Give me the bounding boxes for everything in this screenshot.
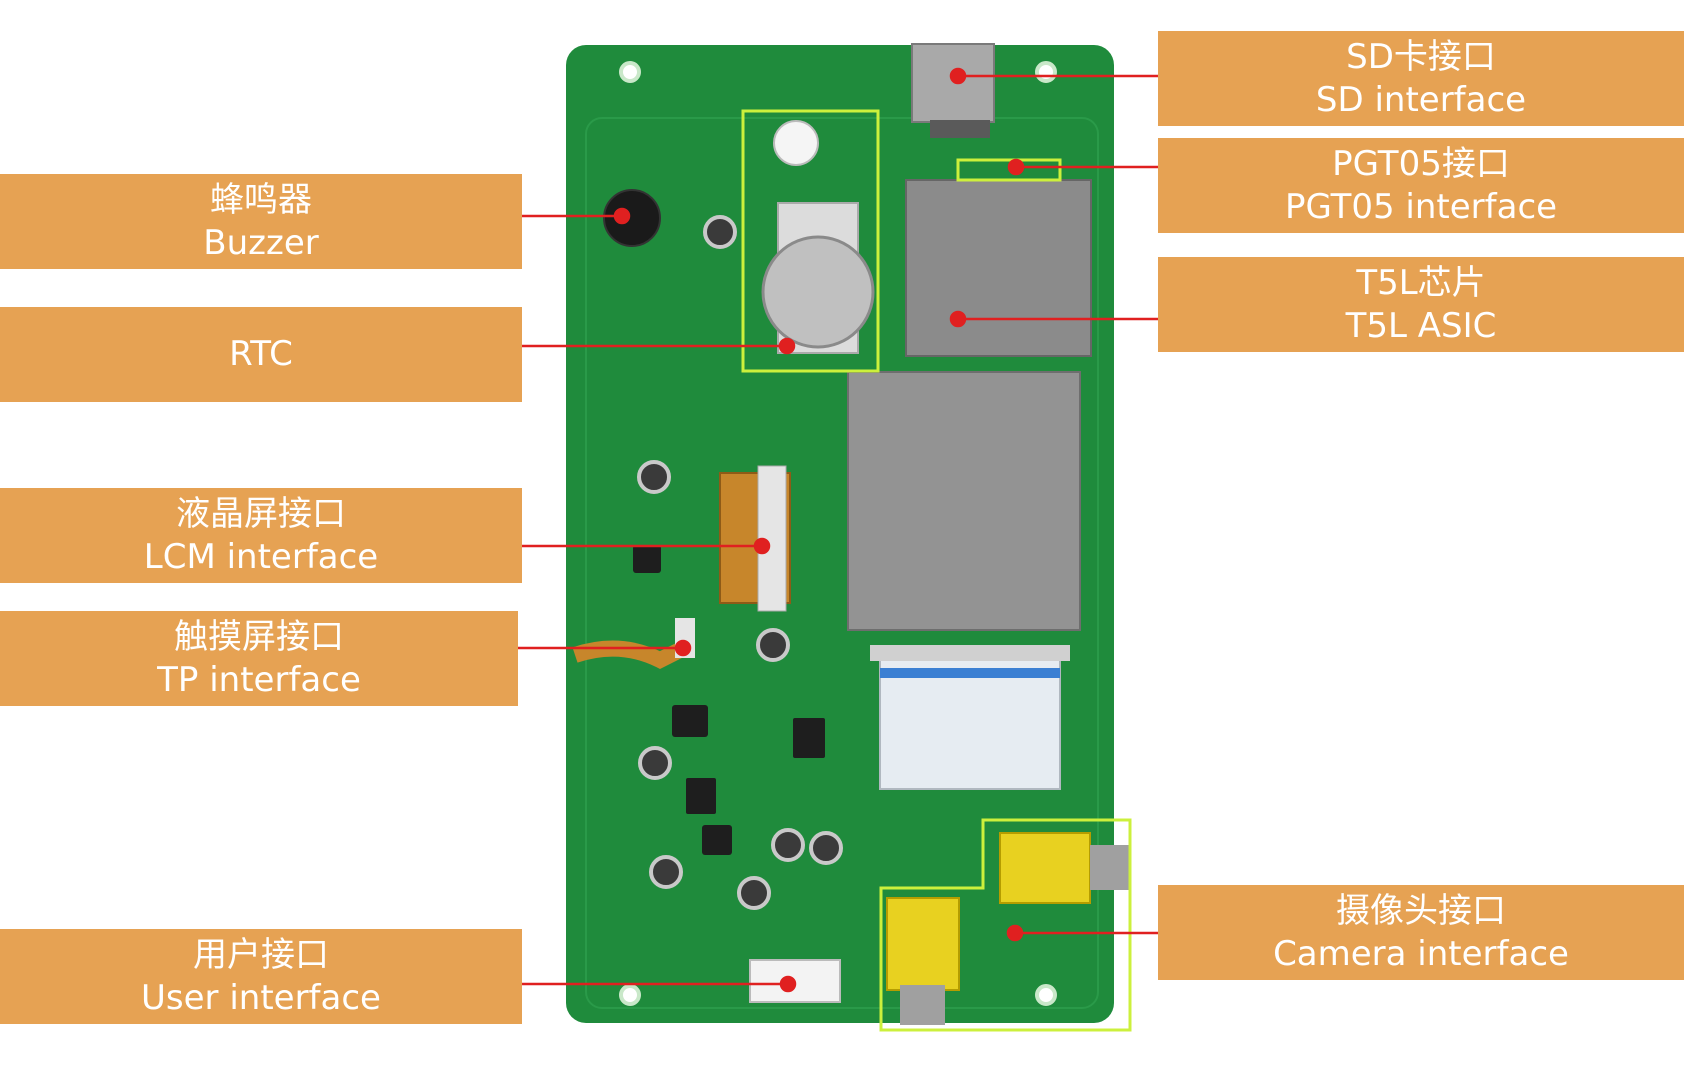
label-sd-zh: SD卡接口: [1346, 36, 1496, 77]
pcb-inner-trace: [585, 117, 1099, 1009]
shield-can: [847, 371, 1081, 631]
buzzer-component: [603, 189, 661, 247]
label-tp-zh: 触摸屏接口: [174, 616, 344, 657]
label-rtc-en: RTC: [229, 334, 293, 374]
rca-connector-bottom: [886, 897, 960, 991]
label-pgt05-en: PGT05 interface: [1284, 186, 1558, 227]
label-camera: 摄像头接口 Camera interface: [1158, 885, 1684, 980]
rca-connector-top: [999, 832, 1091, 904]
capacitors: [637, 215, 843, 910]
sd-card-slot: [911, 43, 995, 123]
label-t5l-zh: T5L芯片: [1356, 262, 1486, 303]
label-camera-en: Camera interface: [1273, 933, 1569, 974]
label-buzzer-zh: 蜂鸣器: [210, 179, 312, 220]
label-sd-en: SD interface: [1315, 79, 1527, 120]
label-user-en: User interface: [141, 977, 381, 1018]
label-tp-en: TP interface: [157, 659, 361, 700]
label-user: 用户接口 User interface: [0, 929, 522, 1024]
label-lcm: 液晶屏接口 LCM interface: [0, 488, 522, 583]
label-user-zh: 用户接口: [193, 934, 329, 975]
label-sd: SD卡接口 SD interface: [1158, 31, 1684, 126]
highlight-boxes: [741, 109, 1132, 1032]
label-camera-zh: 摄像头接口: [1336, 890, 1506, 931]
mounting-holes: [619, 61, 1057, 1006]
label-buzzer: 蜂鸣器 Buzzer: [0, 174, 522, 269]
label-lcm-zh: 液晶屏接口: [176, 493, 346, 534]
small-ics: [633, 545, 825, 855]
label-tp: 触摸屏接口 TP interface: [0, 611, 518, 706]
t5l-chip: [905, 179, 1092, 357]
label-buzzer-en: Buzzer: [203, 222, 319, 263]
label-t5l: T5L芯片 T5L ASIC: [1158, 257, 1684, 352]
label-pgt05-zh: PGT05接口: [1332, 143, 1510, 184]
label-lcm-en: LCM interface: [143, 536, 379, 577]
leader-lines: [518, 67, 1158, 993]
label-rtc: RTC: [0, 307, 522, 402]
label-t5l-en: T5L ASIC: [1345, 305, 1497, 346]
coin-cell-battery: [761, 235, 875, 349]
label-pgt05: PGT05接口 PGT05 interface: [1158, 138, 1684, 233]
